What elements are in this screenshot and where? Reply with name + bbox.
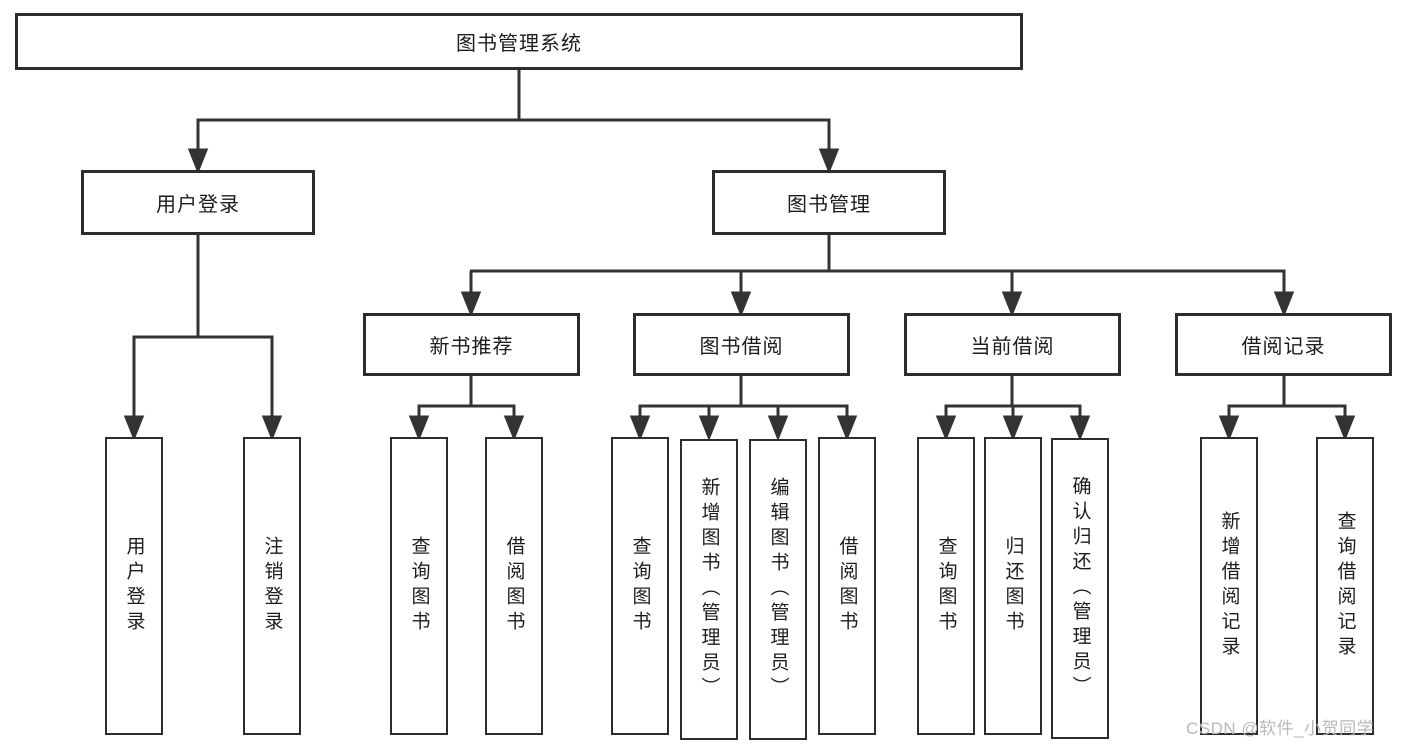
leaf-edit-book-admin: 编辑图书（管理员） — [749, 439, 807, 740]
leaf-return-book: 归还图书 — [984, 437, 1042, 735]
node-root-label: 图书管理系统 — [456, 33, 582, 55]
connector-borrow-record-to-leaves — [1227, 376, 1347, 421]
node-book-borrow: 图书借阅 — [633, 313, 850, 376]
node-borrow-record-label: 借阅记录 — [1241, 336, 1326, 358]
node-user-login-label: 用户登录 — [156, 194, 240, 216]
leaf-add-book-admin: 新增图书（管理员） — [680, 439, 738, 740]
leaf-user-login: 用户登录 — [105, 437, 163, 735]
connector-book-mgmt-to-level3 — [469, 235, 1286, 295]
arrowhead — [1069, 415, 1091, 442]
arrowhead — [503, 415, 525, 442]
arrowhead — [935, 415, 957, 442]
arrowhead — [261, 415, 283, 442]
leaf-query-book-2: 查询图书 — [611, 437, 669, 735]
leaf-logout-label: 注销登录 — [261, 536, 283, 636]
leaf-add-borrow-record: 新增借阅记录 — [1200, 437, 1258, 735]
leaf-query-borrow-record: 查询借阅记录 — [1316, 437, 1374, 735]
node-book-management-label: 图书管理 — [787, 194, 871, 216]
leaf-edit-book-admin-label: 编辑图书（管理员） — [767, 477, 789, 702]
leaf-logout: 注销登录 — [243, 437, 301, 735]
arrowhead — [1273, 291, 1295, 318]
node-current-borrow: 当前借阅 — [904, 313, 1121, 376]
connector-new-book-to-leaves — [417, 376, 516, 421]
arrowhead — [1334, 415, 1356, 442]
arrowhead — [818, 148, 840, 175]
arrowhead — [730, 291, 752, 318]
connector-current-borrow-to-leaves — [944, 376, 1082, 421]
leaf-query-book-1: 查询图书 — [390, 437, 448, 735]
node-borrow-record: 借阅记录 — [1175, 313, 1392, 376]
leaf-borrow-book-2-label: 借阅图书 — [836, 536, 858, 636]
leaf-add-book-admin-label: 新增图书（管理员） — [698, 477, 720, 702]
node-user-login: 用户登录 — [81, 170, 315, 235]
arrowhead — [1002, 415, 1024, 442]
leaf-confirm-return-admin: 确认归还（管理员） — [1051, 438, 1109, 739]
leaf-borrow-book-2: 借阅图书 — [818, 437, 876, 735]
arrowhead — [629, 415, 651, 442]
arrowhead — [1001, 291, 1023, 318]
leaf-query-book-3: 查询图书 — [917, 437, 975, 735]
leaf-query-book-2-label: 查询图书 — [629, 536, 651, 636]
arrowhead — [1218, 415, 1240, 442]
node-new-book-recommend-label: 新书推荐 — [429, 336, 514, 358]
arrowhead — [767, 415, 789, 442]
leaf-borrow-book-1: 借阅图书 — [485, 437, 543, 735]
leaf-borrow-book-1-label: 借阅图书 — [503, 536, 525, 636]
leaf-add-borrow-record-label: 新增借阅记录 — [1218, 511, 1240, 661]
node-book-management: 图书管理 — [712, 170, 946, 235]
leaf-user-login-label: 用户登录 — [123, 536, 145, 636]
leaf-query-borrow-record-label: 查询借阅记录 — [1334, 511, 1356, 661]
arrowhead — [408, 415, 430, 442]
arrowhead — [698, 415, 720, 442]
arrowhead — [460, 291, 482, 318]
csdn-watermark: CSDN @软件_小贺同学 — [1186, 719, 1375, 738]
connector-book-borrow-to-leaves — [638, 376, 849, 421]
arrowhead — [123, 415, 145, 442]
node-book-borrow-label: 图书借阅 — [699, 336, 784, 358]
connector-user-login-to-leaves — [132, 235, 274, 419]
leaf-query-book-1-label: 查询图书 — [408, 536, 430, 636]
arrowhead — [836, 415, 858, 442]
node-new-book-recommend: 新书推荐 — [363, 313, 580, 376]
leaf-return-book-label: 归还图书 — [1002, 536, 1024, 636]
leaf-query-book-3-label: 查询图书 — [935, 536, 957, 636]
leaf-confirm-return-admin-label: 确认归还（管理员） — [1069, 476, 1091, 701]
connector-root-to-level2 — [196, 70, 831, 152]
node-current-borrow-label: 当前借阅 — [970, 336, 1055, 358]
arrowhead — [187, 148, 209, 175]
node-root-library-system: 图书管理系统 — [15, 13, 1023, 70]
